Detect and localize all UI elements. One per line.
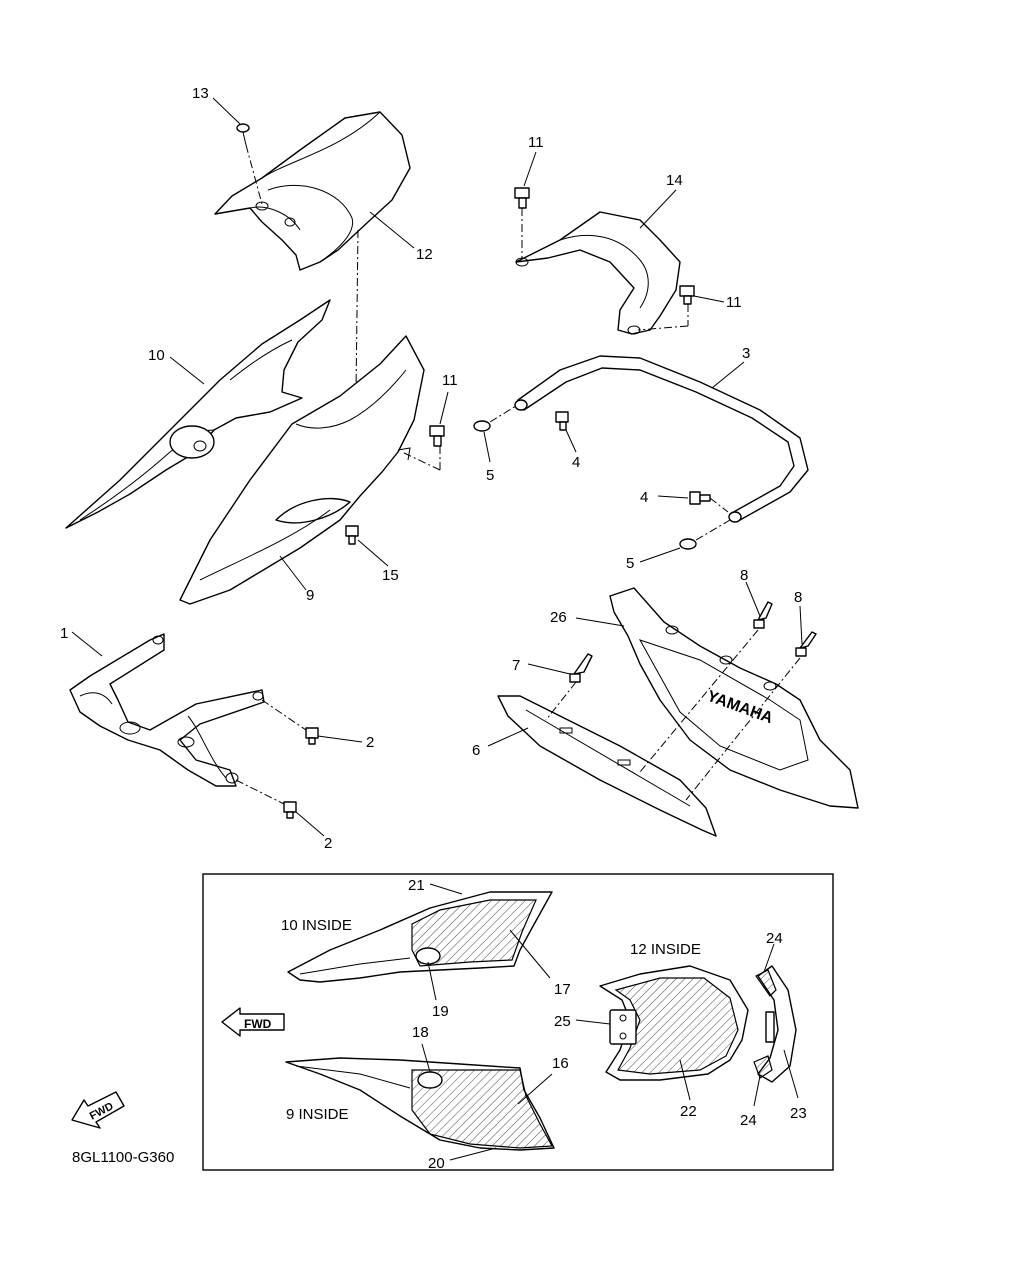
callout-23: 23 bbox=[790, 1105, 807, 1122]
rivet-part-8-left bbox=[753, 601, 773, 629]
callout-5-lower: 5 bbox=[626, 555, 634, 572]
bolt-part-11-side bbox=[429, 425, 445, 447]
callout-19: 19 bbox=[432, 1003, 449, 1020]
inset-side-cover-10 bbox=[287, 891, 553, 983]
callout-5-upper: 5 bbox=[486, 467, 494, 484]
callout-22: 22 bbox=[680, 1103, 697, 1120]
callout-2-upper: 2 bbox=[366, 734, 374, 751]
callout-6: 6 bbox=[472, 742, 480, 759]
inset-box bbox=[202, 873, 834, 1171]
callout-18: 18 bbox=[412, 1024, 429, 1041]
rear-frame-part-1 bbox=[69, 633, 265, 787]
callout-11-side: 11 bbox=[442, 372, 458, 389]
screw-part-13 bbox=[236, 123, 250, 146]
fwd-arrow-icon-corner: FWD bbox=[71, 1091, 125, 1129]
callout-21: 21 bbox=[408, 877, 425, 894]
callout-4-lower: 4 bbox=[640, 489, 648, 506]
bolt-part-4-lower bbox=[689, 491, 711, 505]
callout-24-bottom: 24 bbox=[740, 1112, 757, 1129]
fwd-arrow-icon: FWD bbox=[221, 1007, 285, 1037]
diagram-code: 8GL1100-G360 bbox=[72, 1149, 174, 1166]
callout-13: 13 bbox=[192, 85, 209, 102]
callout-8-left: 8 bbox=[740, 567, 748, 584]
callout-8-right: 8 bbox=[794, 589, 802, 606]
callout-20: 20 bbox=[428, 1155, 445, 1172]
side-cover-part-10 bbox=[65, 299, 331, 529]
callout-3: 3 bbox=[742, 345, 750, 362]
seat-cowl-part-12 bbox=[214, 111, 411, 271]
inset-trim-23 bbox=[753, 965, 797, 1083]
bolt-part-4-upper bbox=[555, 411, 569, 431]
bolt-part-11-right bbox=[679, 285, 695, 305]
callout-14: 14 bbox=[666, 172, 683, 189]
callout-7: 7 bbox=[512, 657, 520, 674]
rear-piece-part-14 bbox=[515, 211, 681, 335]
callout-25: 25 bbox=[554, 1013, 571, 1030]
callout-11-right: 11 bbox=[726, 294, 742, 311]
side-cover-part-9 bbox=[179, 335, 425, 605]
bolt-part-2-lower bbox=[283, 801, 297, 819]
callout-4-upper: 4 bbox=[572, 454, 580, 471]
label-9-inside: 9 INSIDE bbox=[286, 1106, 349, 1123]
callout-24-top: 24 bbox=[766, 930, 783, 947]
callout-16: 16 bbox=[552, 1055, 569, 1072]
callout-26: 26 bbox=[550, 609, 567, 626]
callout-17: 17 bbox=[554, 981, 571, 998]
inset-seat-cowl-12 bbox=[599, 965, 749, 1081]
guard-plate-part-26: YAMAHA bbox=[609, 587, 859, 809]
callout-9: 9 bbox=[306, 587, 314, 604]
callout-10: 10 bbox=[148, 347, 165, 364]
label-12-inside: 12 INSIDE bbox=[630, 941, 701, 958]
cap-part-5-upper bbox=[473, 420, 491, 432]
inset-side-cover-9 bbox=[285, 1057, 555, 1151]
grab-bar-part-3 bbox=[514, 355, 809, 523]
rivet-part-7 bbox=[569, 653, 593, 683]
fwd-label-inset: FWD bbox=[244, 1017, 272, 1031]
rivet-part-8-right bbox=[795, 631, 817, 657]
callout-15: 15 bbox=[382, 567, 399, 584]
callout-1: 1 bbox=[60, 625, 68, 642]
cap-part-5-lower bbox=[679, 538, 697, 550]
bolt-part-15 bbox=[345, 525, 359, 545]
label-10-inside: 10 INSIDE bbox=[281, 917, 352, 934]
callout-11-top: 11 bbox=[528, 134, 544, 151]
bolt-part-2-upper bbox=[305, 727, 319, 745]
bracket-part-6 bbox=[497, 695, 717, 837]
callout-2-lower: 2 bbox=[324, 835, 332, 852]
bolt-part-11-top bbox=[514, 187, 530, 209]
callout-12: 12 bbox=[416, 246, 433, 263]
